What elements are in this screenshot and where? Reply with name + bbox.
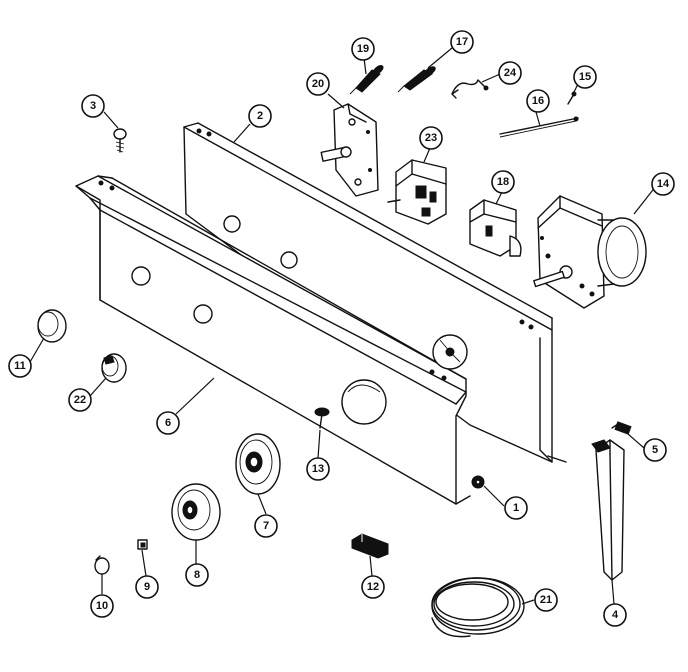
part-7-dial xyxy=(235,433,281,495)
part-22-knob xyxy=(101,353,127,383)
callout-12-label: 12 xyxy=(367,581,379,593)
part-6-console-panel xyxy=(75,175,471,505)
callout-1: 1 xyxy=(504,496,528,520)
part-13-screw xyxy=(314,407,330,429)
callout-21-label: 21 xyxy=(540,594,552,606)
callout-17: 17 xyxy=(450,30,474,54)
callout-23-label: 23 xyxy=(425,132,437,144)
callout-24: 24 xyxy=(498,61,522,85)
callout-23: 23 xyxy=(419,126,443,150)
part-11-knob xyxy=(37,309,67,343)
part-16-rod xyxy=(499,116,579,138)
callout-11-label: 11 xyxy=(14,360,26,372)
part-12-block xyxy=(351,533,389,559)
callout-12: 12 xyxy=(361,575,385,599)
callout-20: 20 xyxy=(306,72,330,96)
part-21-wire-harness xyxy=(431,577,525,638)
callout-9: 9 xyxy=(135,575,159,599)
leader-lines xyxy=(29,47,657,605)
part-17-screw xyxy=(397,66,436,93)
callout-15-label: 15 xyxy=(579,71,591,83)
part-15-small-screw xyxy=(567,91,577,105)
callout-2: 2 xyxy=(248,104,272,128)
callout-3: 3 xyxy=(81,94,105,118)
part-19-screw xyxy=(349,65,384,95)
callout-14: 14 xyxy=(651,172,675,196)
callout-8-label: 8 xyxy=(194,569,200,581)
callout-19-label: 19 xyxy=(357,43,369,55)
callout-2-label: 2 xyxy=(257,110,263,122)
callout-6: 6 xyxy=(156,411,180,435)
callout-10-label: 10 xyxy=(96,600,108,612)
callout-15: 15 xyxy=(573,65,597,89)
callout-20-label: 20 xyxy=(312,78,324,90)
part-9-clip xyxy=(137,539,148,550)
part-8-dial xyxy=(171,483,221,541)
callout-3-label: 3 xyxy=(90,100,96,112)
callout-7: 7 xyxy=(254,514,278,538)
callout-21: 21 xyxy=(534,588,558,612)
part-20-bracket xyxy=(320,103,379,197)
callout-4-label: 4 xyxy=(612,609,619,621)
callout-4: 4 xyxy=(603,603,627,627)
part-18-module xyxy=(469,199,522,257)
callout-22: 22 xyxy=(68,388,92,412)
callout-1-label: 1 xyxy=(513,502,519,514)
callout-16-label: 16 xyxy=(532,95,544,107)
callout-13-label: 13 xyxy=(312,463,324,475)
callout-5: 5 xyxy=(643,438,667,462)
callout-11: 11 xyxy=(8,354,32,378)
callout-22-label: 22 xyxy=(74,394,86,406)
part-14-timer xyxy=(533,195,647,309)
callout-8: 8 xyxy=(185,563,209,587)
callout-14-label: 14 xyxy=(657,178,670,190)
part-5-clip xyxy=(611,421,632,435)
part-1-nut xyxy=(471,475,485,489)
callout-16: 16 xyxy=(526,89,550,113)
callout-9-label: 9 xyxy=(144,581,150,593)
part-23-switch xyxy=(387,159,447,225)
callout-18: 18 xyxy=(491,170,515,194)
part-24-wire-harness xyxy=(451,79,489,99)
callout-13: 13 xyxy=(306,457,330,481)
part-4-end-cap xyxy=(591,439,625,581)
part-10-clip xyxy=(94,555,110,575)
callout-10: 10 xyxy=(90,594,114,618)
callout-18-label: 18 xyxy=(497,176,509,188)
callout-24-label: 24 xyxy=(504,67,517,79)
callout-7-label: 7 xyxy=(263,520,269,532)
callout-6-label: 6 xyxy=(165,417,171,429)
callout-17-label: 17 xyxy=(456,36,468,48)
callout-19: 19 xyxy=(351,37,375,61)
part-3-screw xyxy=(113,128,127,153)
callout-5-label: 5 xyxy=(652,444,658,456)
